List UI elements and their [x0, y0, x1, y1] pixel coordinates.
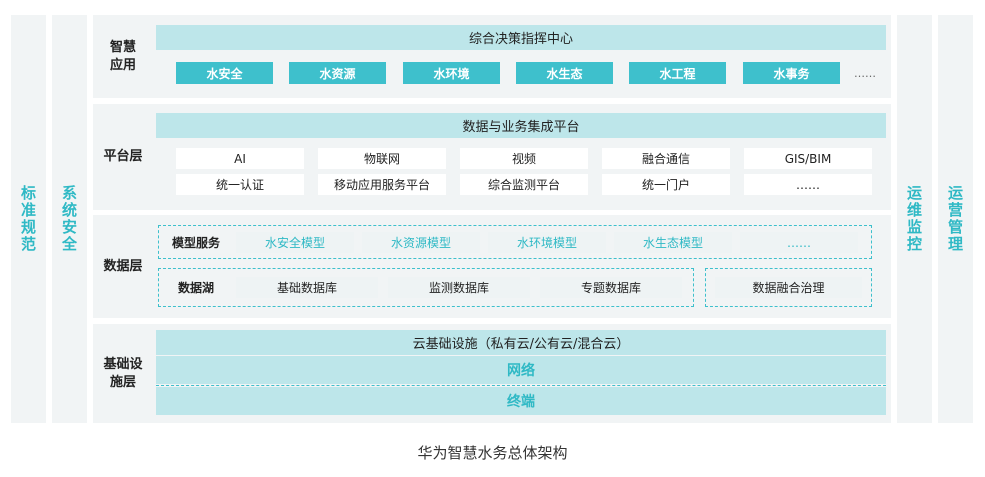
smart-app-label: 智慧应用	[109, 39, 136, 73]
standards-label: 标准规范	[19, 185, 37, 253]
platform-mobile-services: 移动应用服务平台	[318, 174, 446, 195]
model-services-label: 模型服务	[172, 236, 221, 250]
platform-iot: 物联网	[318, 148, 446, 169]
cloud-infra-banner: 云基础设施（私有云/公有云/混合云）	[156, 330, 886, 355]
model-services-frame	[158, 225, 872, 259]
model-water-environment: 水环境模型	[488, 232, 606, 253]
standards-column: 标准规范	[11, 15, 46, 423]
app-more: ……	[854, 66, 876, 80]
figure-caption: 华为智慧水务总体架构	[417, 443, 568, 462]
model-more: ……	[740, 232, 858, 253]
data-layer-label: 数据层	[103, 258, 143, 274]
app-water-affairs: 水事务	[743, 62, 840, 84]
data-governance: 数据融合治理	[715, 277, 862, 298]
app-water-resources: 水资源	[289, 62, 386, 84]
platform-video: 视频	[460, 148, 588, 169]
infra-label: 基础设施层	[103, 356, 143, 390]
app-water-engineering: 水工程	[629, 62, 726, 84]
ops-monitor-column: 运维监控	[897, 15, 932, 423]
platform-unified-portal: 统一门户	[602, 174, 730, 195]
system-security-label: 系统安全	[60, 185, 78, 253]
lake-base-db: 基础数据库	[236, 277, 378, 298]
platform-label: 平台层	[103, 149, 143, 164]
platform-ai: AI	[176, 148, 304, 169]
app-water-ecology: 水生态	[516, 62, 613, 84]
platform-gis-bim: GIS/BIM	[744, 148, 872, 169]
decision-center-banner: 综合决策指挥中心	[156, 25, 886, 50]
model-water-safety: 水安全模型	[236, 232, 354, 253]
governance-frame	[705, 268, 872, 307]
operations-mgmt-label: 运营管理	[946, 185, 964, 253]
network-band: 网络	[156, 356, 886, 384]
lake-thematic-db: 专题数据库	[540, 277, 682, 298]
ops-monitor-label: 运维监控	[905, 185, 923, 253]
model-water-resources: 水资源模型	[362, 232, 480, 253]
operations-mgmt-column: 运营管理	[938, 15, 973, 423]
model-water-ecology: 水生态模型	[614, 232, 732, 253]
integration-platform-banner: 数据与业务集成平台	[156, 113, 886, 138]
data-lake-frame	[158, 268, 694, 307]
system-security-column: 系统安全	[52, 15, 87, 423]
app-water-environment: 水环境	[403, 62, 500, 84]
app-water-safety: 水安全	[176, 62, 273, 84]
platform-unified-auth: 统一认证	[176, 174, 304, 195]
network-divider	[156, 385, 886, 386]
lake-monitoring-db: 监测数据库	[388, 277, 530, 298]
terminal-band: 终端	[156, 387, 886, 415]
platform-more: ……	[744, 174, 872, 195]
platform-unified-comm: 融合通信	[602, 148, 730, 169]
data-lake-label: 数据湖	[178, 281, 215, 295]
platform-monitoring: 综合监测平台	[460, 174, 588, 195]
